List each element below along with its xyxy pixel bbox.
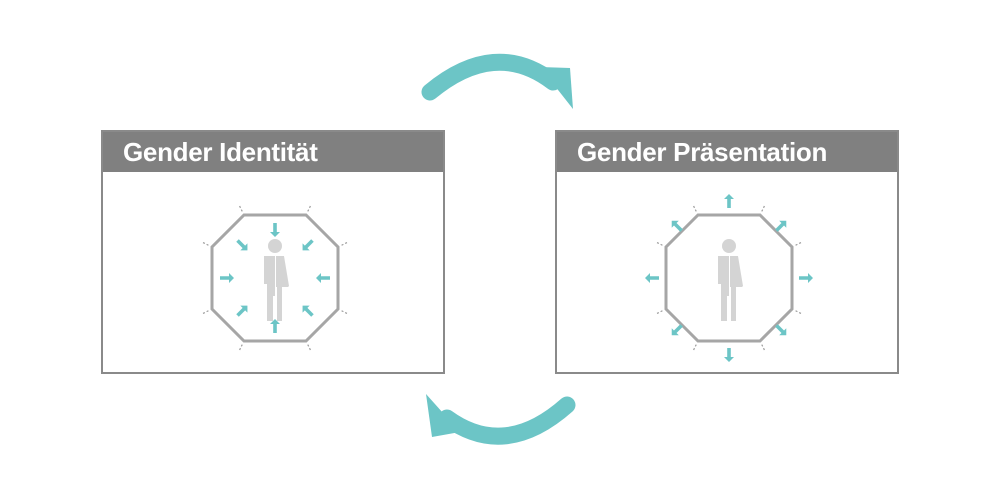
arrow-icon	[671, 220, 683, 232]
vertex-tick	[341, 310, 349, 315]
vertex-tick	[692, 344, 697, 352]
vertex-tick	[761, 344, 766, 352]
arrow-icon	[236, 239, 248, 251]
panel-gender-identity: Gender Identität	[101, 130, 445, 374]
vertex-tick	[238, 344, 243, 352]
arrow-icon	[671, 324, 683, 336]
panel-body	[103, 172, 443, 372]
person-half-dress-icon	[264, 239, 289, 321]
arrow-icon	[270, 223, 280, 237]
panel-gender-presentation: Gender Präsentation	[555, 130, 899, 374]
vertex-tick	[761, 204, 766, 212]
arrow-icon	[302, 305, 314, 317]
panel-title: Gender Präsentation	[557, 132, 897, 172]
vertex-tick	[201, 241, 209, 246]
person-half-dress-icon	[718, 239, 743, 321]
octagon-shape	[210, 213, 340, 343]
octagon-shape	[664, 213, 794, 343]
vertex-tick	[307, 204, 312, 212]
vertex-tick	[201, 310, 209, 315]
panel-title: Gender Identität	[103, 132, 443, 172]
vertex-tick	[341, 241, 349, 246]
octagon-outward-graphic	[645, 194, 813, 362]
arrow-icon	[270, 319, 280, 333]
vertex-tick	[795, 310, 803, 315]
vertex-tick	[238, 204, 243, 212]
arrow-icon	[775, 220, 787, 232]
arrow-icon	[302, 239, 314, 251]
arrow-icon	[775, 324, 787, 336]
vertex-tick	[307, 344, 312, 352]
panel-body	[557, 172, 897, 372]
arrow-icon	[645, 273, 659, 283]
arrow-icon	[220, 273, 234, 283]
vertex-tick	[795, 241, 803, 246]
arrow-icon	[724, 348, 734, 362]
arrow-icon	[316, 273, 330, 283]
vertex-tick	[655, 241, 663, 246]
arrow-icon	[236, 305, 248, 317]
arrow-icon	[799, 273, 813, 283]
arrow-icon	[724, 194, 734, 208]
vertex-tick	[655, 310, 663, 315]
octagon-inward-graphic	[201, 204, 349, 352]
vertex-tick	[692, 204, 697, 212]
